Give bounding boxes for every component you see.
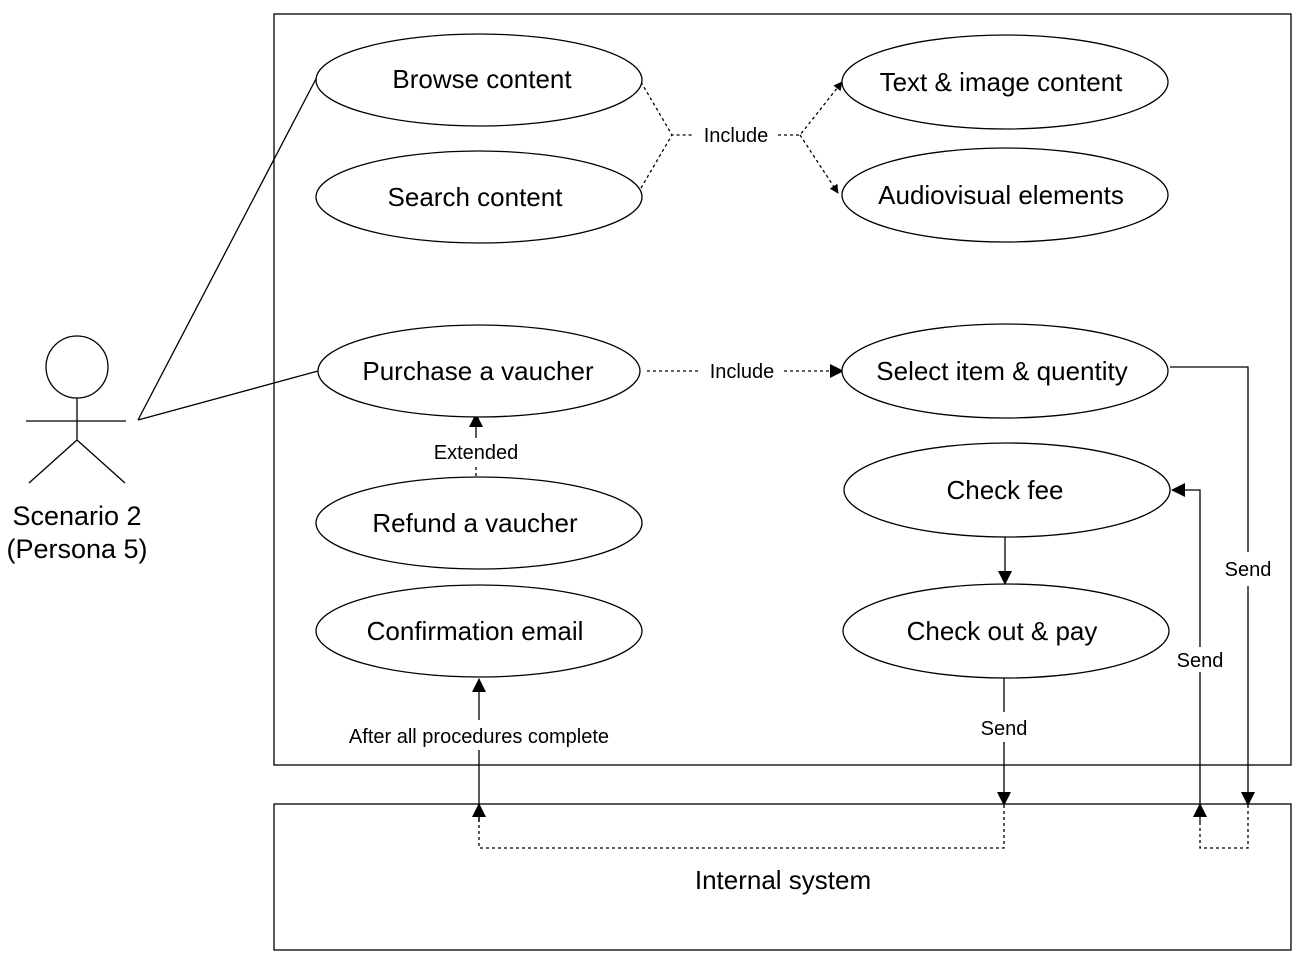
include-connector-search — [640, 134, 673, 189]
use-case-label: Check out & pay — [907, 616, 1098, 646]
use-case-label: Select item & quentity — [876, 356, 1127, 386]
extended-label: Extended — [434, 442, 519, 464]
include-connector-browse — [640, 81, 694, 136]
use-case-label: Purchase a vaucher — [362, 356, 594, 386]
use-case-check-out-pay[interactable]: Check out & pay — [842, 583, 1170, 679]
send-line-select-top — [1170, 366, 1249, 552]
actor-name-line2: (Persona 5) — [6, 534, 147, 564]
use-case-search-content[interactable]: Search content — [315, 150, 643, 244]
include-arrow-text-image — [778, 81, 843, 136]
internal-system-box — [273, 803, 1292, 951]
use-case-audiovisual-elements[interactable]: Audiovisual elements — [841, 147, 1169, 243]
association-purchase-voucher — [137, 370, 319, 421]
use-case-label: Audiovisual elements — [878, 180, 1124, 210]
send-arrow-to-check-fee — [1171, 483, 1201, 647]
use-case-label: Search content — [388, 182, 564, 212]
actor-name-line1: Scenario 2 — [12, 501, 141, 531]
use-case-select-item-quantity[interactable]: Select item & quentity — [841, 323, 1169, 419]
include-label-purchase: Include — [710, 361, 775, 383]
actor-right-leg — [76, 439, 126, 484]
internal-system-label: Internal system — [695, 865, 871, 895]
use-case-label: Refund a vaucher — [372, 508, 578, 538]
send-label-select: Send — [1225, 559, 1272, 581]
use-case-label: Browse content — [392, 64, 572, 94]
actor-left-leg — [28, 439, 78, 484]
internal-dashed-loop-left — [478, 805, 1005, 849]
include-label-top: Include — [704, 125, 769, 147]
use-case-check-fee[interactable]: Check fee — [843, 442, 1171, 538]
use-case-browse-content[interactable]: Browse content — [315, 33, 643, 127]
actor-stick-figure — [26, 335, 126, 484]
system-boundary — [273, 13, 1292, 766]
use-case-label: Check fee — [946, 475, 1063, 505]
use-case-label: Confirmation email — [367, 616, 584, 646]
use-case-refund-voucher[interactable]: Refund a vaucher — [315, 476, 643, 570]
internal-dashed-loop-right — [1199, 805, 1249, 849]
after-all-label: After all procedures complete — [349, 726, 609, 748]
association-browse-content — [137, 74, 319, 421]
actor-head — [45, 335, 109, 399]
use-case-confirmation-email[interactable]: Confirmation email — [315, 584, 643, 678]
include-arrow-audiovisual — [799, 134, 839, 194]
use-case-label: Text & image content — [880, 67, 1124, 97]
use-case-text-image-content[interactable]: Text & image content — [841, 34, 1169, 130]
send-label-checkout: Send — [981, 718, 1028, 740]
send-label-check-fee: Send — [1177, 650, 1224, 672]
use-case-purchase-voucher[interactable]: Purchase a vaucher — [317, 324, 641, 418]
